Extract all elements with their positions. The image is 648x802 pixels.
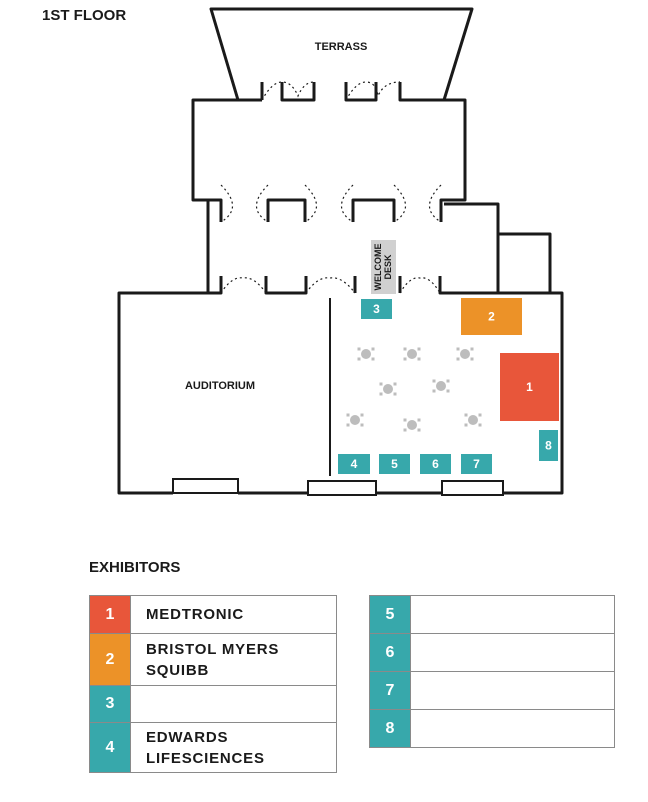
exhibitor-name: BRISTOL MYERS SQUIBB <box>130 633 337 686</box>
auditorium-label: AUDITORIUM <box>185 380 255 392</box>
welcome-desk <box>371 240 396 294</box>
exhibitor-name <box>410 633 615 672</box>
cocktail-table <box>456 347 474 361</box>
cocktail-table <box>403 418 421 432</box>
cocktail-tables <box>346 347 482 432</box>
exhibitor-name <box>130 685 337 723</box>
cocktail-table <box>464 413 482 427</box>
booth-4[interactable]: 4 <box>338 454 370 474</box>
entrance-right <box>441 480 504 496</box>
floor-plan: TERRASS AUDITORIUM WELCOME DESK 1 2 3 4 5 6 7 8 <box>117 7 564 496</box>
upper-lobby-wall-right <box>444 98 467 202</box>
walls <box>117 7 564 495</box>
side-room-wall <box>498 232 552 293</box>
booths: 1 2 3 4 5 6 7 8 <box>338 298 559 474</box>
exhibitor-name: MEDTRONIC <box>130 595 337 634</box>
booth-1[interactable]: 1 <box>500 353 559 421</box>
booth-7-number: 7 <box>473 457 480 471</box>
booth-8-number: 8 <box>545 439 552 453</box>
terrass-label: TERRASS <box>315 41 368 53</box>
hall-wall-right <box>503 291 564 495</box>
exhibitor-number: 3 <box>89 685 131 723</box>
cocktail-table <box>379 382 397 396</box>
cocktail-table <box>357 347 375 361</box>
exhibitor-name <box>410 595 615 634</box>
booth-5-number: 5 <box>391 457 398 471</box>
middle-lobby-wall-right <box>444 202 500 293</box>
entrance-center <box>307 480 377 496</box>
booth-5-area <box>379 454 410 474</box>
cocktail-table <box>403 347 421 361</box>
exhibitor-row: 8 <box>369 709 615 748</box>
booth-7-area <box>461 454 492 474</box>
entrance-left <box>172 478 239 494</box>
auditorium-wall <box>117 291 208 495</box>
booth-1-area <box>500 353 559 421</box>
booth-3-number: 3 <box>373 302 380 316</box>
exhibitors-title: EXHIBITORS <box>89 559 181 576</box>
booth-6-area <box>420 454 451 474</box>
exhibitor-row: 3 <box>89 685 337 723</box>
booth-4-area <box>338 454 370 474</box>
door-swings <box>220 81 442 294</box>
booth-7[interactable]: 7 <box>461 454 492 474</box>
exhibitor-name: EDWARDS LIFESCIENCES <box>130 722 337 773</box>
exhibitor-number: 5 <box>369 595 411 634</box>
exhibitor-row: 7 <box>369 671 615 710</box>
terrass-outline <box>209 7 474 101</box>
booth-3-area <box>361 299 392 319</box>
exhibitor-name <box>410 671 615 710</box>
cocktail-table <box>432 379 450 393</box>
welcome-desk-label-1: WELCOME <box>373 244 383 291</box>
booth-6-number: 6 <box>432 457 439 471</box>
booth-1-number: 1 <box>526 380 533 394</box>
exhibitor-number: 1 <box>89 595 131 634</box>
booth-4-number: 4 <box>351 457 358 471</box>
exhibitor-number: 6 <box>369 633 411 672</box>
welcome-desk-label-2: DESK <box>383 254 393 280</box>
exhibitors-table-right: 5 6 7 8 <box>369 595 615 748</box>
upper-lobby-wall-left <box>191 98 238 202</box>
exhibitor-number: 4 <box>89 722 131 773</box>
cocktail-table <box>346 413 364 427</box>
exhibitor-number: 8 <box>369 709 411 748</box>
entrance-sills <box>172 478 504 496</box>
booth-5[interactable]: 5 <box>379 454 410 474</box>
terrace-door-wall <box>238 82 444 102</box>
booth-8[interactable]: 8 <box>539 430 558 461</box>
booth-8-area <box>539 430 558 461</box>
booth-3[interactable]: 3 <box>361 299 392 319</box>
booth-2-area <box>461 298 522 335</box>
middle-door-wall <box>208 198 444 222</box>
exhibitor-number: 2 <box>89 633 131 686</box>
exhibitor-name <box>410 709 615 748</box>
exhibitor-row: 6 <box>369 633 615 672</box>
exhibitor-row: 5 <box>369 595 615 634</box>
booth-2-number: 2 <box>488 310 495 324</box>
booth-2[interactable]: 2 <box>461 298 522 335</box>
exhibitor-number: 7 <box>369 671 411 710</box>
booth-6[interactable]: 6 <box>420 454 451 474</box>
floor-title: 1ST FLOOR <box>42 7 127 24</box>
